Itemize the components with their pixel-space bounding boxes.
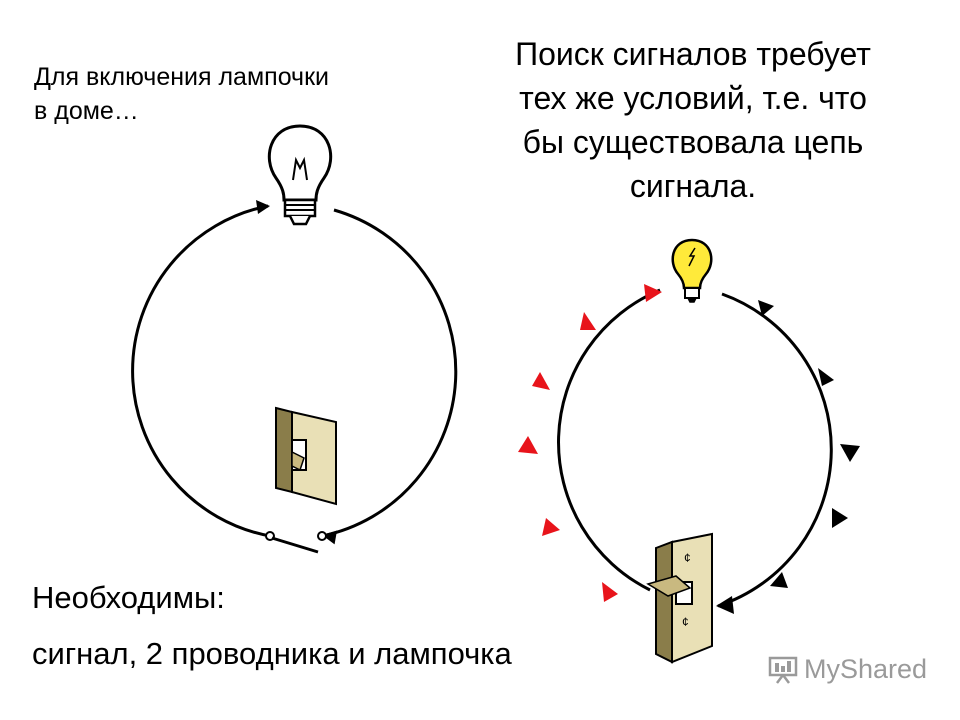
arrowhead-icon: [602, 582, 618, 602]
arrowhead-icon: [580, 312, 596, 330]
right-caption-line3: бы существовала цепь: [522, 124, 864, 160]
svg-text:¢: ¢: [682, 615, 689, 629]
wall-switch-icon: [275, 406, 337, 506]
arrowhead-icon: [716, 596, 734, 614]
arrowhead-icon: [644, 284, 662, 302]
arrowhead-icon: [832, 508, 848, 528]
arrowhead-icon: [770, 572, 788, 588]
light-bulb-icon: [267, 124, 333, 226]
light-bulb-icon: [671, 238, 713, 303]
right-caption-line2: тех же условий, т.е. что: [519, 80, 867, 116]
right-wire-arc-left: [557, 288, 661, 592]
bottom-heading: Необходимы:: [32, 580, 225, 615]
left-wire-arc: [131, 204, 271, 538]
right-circuit-black-arrows: [716, 300, 860, 614]
svg-text:¢: ¢: [684, 551, 691, 565]
open-switch-icon: [265, 531, 327, 554]
arrowhead-icon: [542, 518, 560, 536]
presentation-board-icon: [768, 656, 798, 684]
arrowhead-icon: [518, 436, 538, 454]
arrowhead-icon: [532, 372, 550, 390]
right-wire-arc-right: [717, 292, 833, 608]
arrowhead-icon: [758, 300, 774, 316]
left-arrowhead-top: [256, 200, 270, 214]
arrowhead-icon: [818, 368, 834, 386]
left-wire-arc-right: [321, 208, 458, 538]
right-circuit: [557, 288, 833, 608]
right-caption: Поиск сигналов требует тех же условий, т…: [458, 32, 928, 208]
arrowhead-icon: [840, 444, 860, 462]
watermark-text: MyShared: [804, 654, 928, 684]
right-caption-line1: Поиск сигналов требует: [515, 36, 871, 72]
right-caption-line4: сигнала.: [629, 168, 757, 204]
left-circuit: [131, 204, 458, 538]
left-caption: Для включения лампочки в доме…: [34, 60, 329, 128]
wall-switch-icon: ¢ ¢: [646, 532, 713, 664]
watermark: MyShared: [768, 654, 927, 685]
right-circuit-red-arrows: [518, 284, 662, 602]
bottom-requirements: сигнал, 2 проводника и лампочка: [32, 636, 512, 671]
left-caption-line1: Для включения лампочки: [34, 63, 329, 91]
left-caption-line2: в доме…: [34, 97, 139, 125]
